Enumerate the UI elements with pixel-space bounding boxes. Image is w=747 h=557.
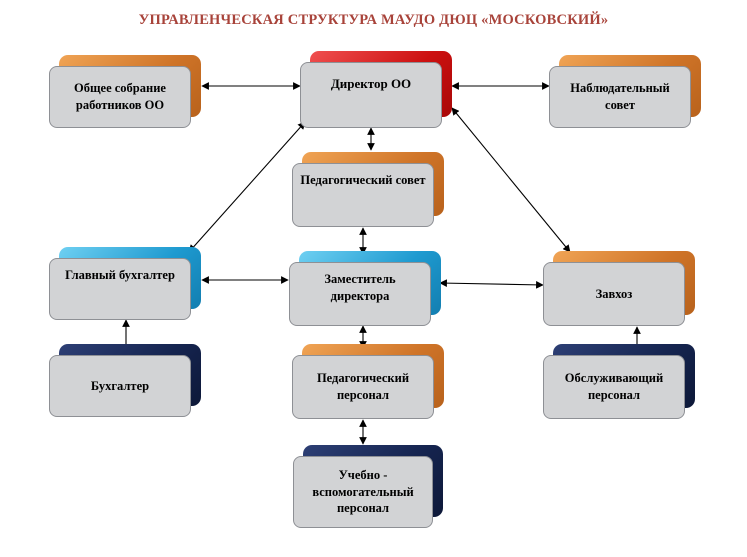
node-general-meeting-label: Общее собрание работников ОО — [49, 66, 191, 128]
node-caretaker-label: Завхоз — [543, 262, 685, 326]
node-pedagogical-council: Педагогический совет — [292, 152, 444, 227]
node-support-staff: Учебно - вспомогательный персонал — [293, 445, 443, 528]
node-director-label: Директор ОО — [300, 62, 442, 128]
node-deputy-director: Заместитель директора — [289, 251, 441, 326]
node-caretaker: Завхоз — [543, 251, 695, 326]
node-deputy-director-label: Заместитель директора — [289, 262, 431, 326]
node-pedagogical-council-label: Педагогический совет — [292, 163, 434, 227]
node-support-staff-label: Учебно - вспомогательный персонал — [293, 456, 433, 528]
node-supervisory-board: Наблюдательный совет — [549, 55, 701, 128]
node-chief-accountant-label: Главный бухгалтер — [49, 258, 191, 320]
node-service-staff-label: Обслуживающий персонал — [543, 355, 685, 419]
node-director: Директор ОО — [300, 51, 452, 128]
node-supervisory-board-label: Наблюдательный совет — [549, 66, 691, 128]
node-teaching-staff-label: Педагогический персонал — [292, 355, 434, 419]
node-accountant-label: Бухгалтер — [49, 355, 191, 417]
node-accountant: Бухгалтер — [49, 344, 201, 417]
node-general-meeting: Общее собрание работников ОО — [49, 55, 201, 128]
connector-director-caretaker — [451, 107, 571, 253]
connector-deputy-caretaker — [439, 279, 544, 289]
connector-director-chief-accountant — [188, 121, 306, 253]
node-service-staff: Обслуживающий персонал — [543, 344, 695, 419]
node-chief-accountant: Главный бухгалтер — [49, 247, 201, 320]
node-teaching-staff: Педагогический персонал — [292, 344, 444, 419]
page-title: УПРАВЛЕНЧЕСКАЯ СТРУКТУРА МАУДО ДЮЦ «МОСК… — [138, 12, 609, 28]
